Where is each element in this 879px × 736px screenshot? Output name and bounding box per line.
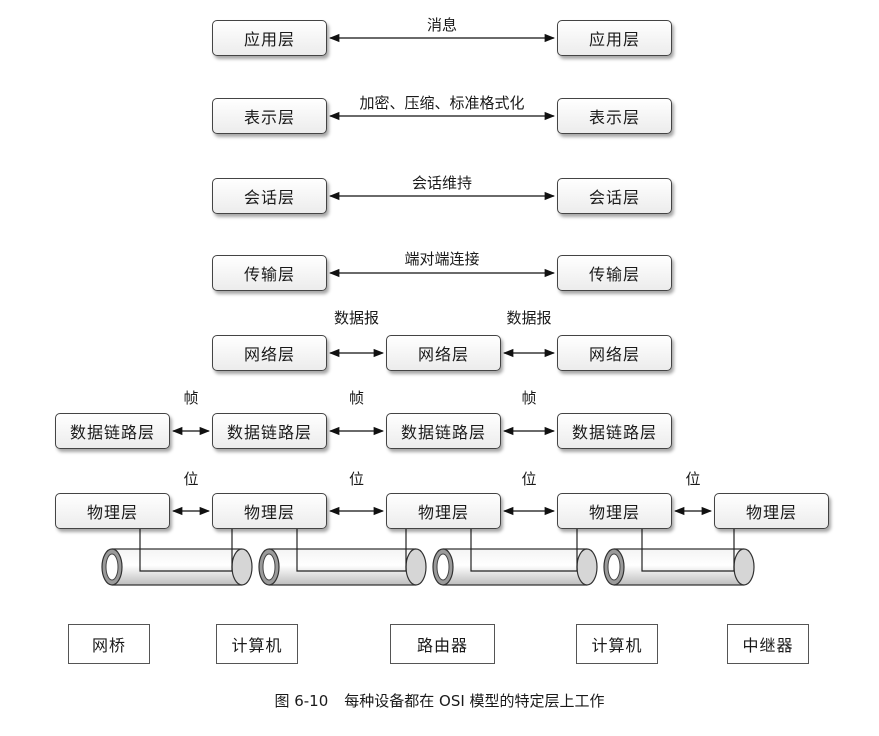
phy-layer-box: 物理层: [386, 493, 501, 529]
dl-link-label: 帧: [521, 389, 537, 407]
phy-layer-box: 物理层: [557, 493, 672, 529]
dl-layer-box: 数据链路层: [55, 413, 170, 449]
device-box: 计算机: [576, 624, 658, 664]
phy-link-label: 位: [521, 470, 537, 488]
phy-layer-box: 物理层: [714, 493, 829, 529]
cable-pipes: [101, 529, 755, 586]
pres-link-label: 加密、压缩、标准格式化: [359, 94, 525, 112]
sess-layer-box: 会话层: [557, 178, 672, 214]
pres-layer-box: 表示层: [212, 98, 327, 134]
figure-caption: 图 6-10 每种设备都在 OSI 模型的特定层上工作: [0, 690, 879, 711]
figure-number: 图 6-10: [274, 692, 329, 710]
dl-link-label: 帧: [183, 389, 199, 407]
phy-layer-box: 物理层: [55, 493, 170, 529]
app-link-label: 消息: [426, 16, 458, 34]
phy-link-label: 位: [685, 470, 701, 488]
arrow-links: [171, 33, 713, 516]
trans-layer-box: 传输层: [557, 255, 672, 291]
net-layer-box: 网络层: [557, 335, 672, 371]
pres-layer-box: 表示层: [557, 98, 672, 134]
phy-link-label: 位: [348, 470, 365, 488]
trans-layer-box: 传输层: [212, 255, 327, 291]
device-box: 网桥: [68, 624, 150, 664]
net-layer-box: 网络层: [386, 335, 501, 371]
dl-layer-box: 数据链路层: [212, 413, 327, 449]
device-box: 中继器: [727, 624, 809, 664]
cable-pipe: [101, 529, 253, 586]
phy-layer-box: 物理层: [212, 493, 327, 529]
trans-link-label: 端对端连接: [404, 250, 480, 268]
cable-pipe: [432, 529, 598, 586]
dl-link-label: 帧: [348, 389, 365, 407]
phy-link-label: 位: [183, 470, 199, 488]
cable-pipe: [603, 529, 755, 586]
figure-caption-text: 每种设备都在 OSI 模型的特定层上工作: [344, 692, 605, 710]
net-link-label: 数据报: [333, 309, 380, 327]
device-box: 路由器: [390, 624, 495, 664]
dl-layer-box: 数据链路层: [557, 413, 672, 449]
cable-pipe: [258, 529, 427, 586]
dl-layer-box: 数据链路层: [386, 413, 501, 449]
net-layer-box: 网络层: [212, 335, 327, 371]
net-link-label: 数据报: [506, 309, 552, 327]
app-layer-box: 应用层: [557, 20, 672, 56]
device-box: 计算机: [216, 624, 298, 664]
sess-layer-box: 会话层: [212, 178, 327, 214]
app-layer-box: 应用层: [212, 20, 327, 56]
sess-link-label: 会话维持: [411, 174, 473, 192]
